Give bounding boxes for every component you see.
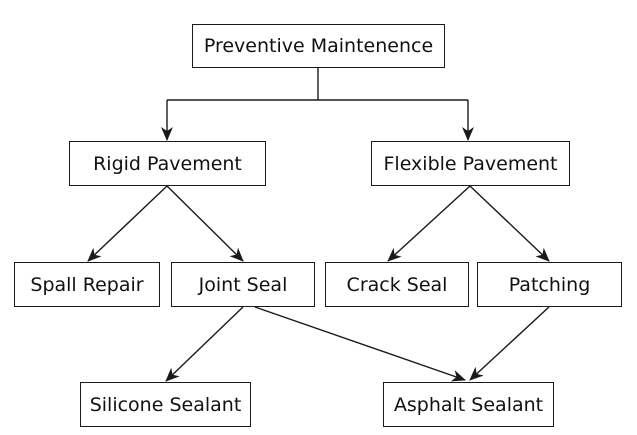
node-silicone-sealant: Silicone Sealant [80,382,251,427]
arrow-rigid-to-spall [87,185,168,262]
arrow-joint-to-asphalt [254,306,466,382]
arrow-flexible-to-patching [469,185,550,262]
node-preventive-maintenance: Preventive Maintenence [192,24,445,68]
node-spall-repair: Spall Repair [14,262,160,307]
arrow-flexible-to-crack [387,185,471,262]
node-rigid-pavement: Rigid Pavement [69,141,266,186]
arrow-joint-to-silicone [165,306,244,382]
arrow-rigid-to-joint [166,185,244,262]
node-flexible-pavement: Flexible Pavement [371,141,570,186]
arrow-patching-to-asphalt [469,306,550,381]
node-joint-seal: Joint Seal [171,262,315,307]
node-asphalt-sealant: Asphalt Sealant [383,382,554,427]
node-patching: Patching [477,262,622,307]
node-crack-seal: Crack Seal [325,262,469,307]
